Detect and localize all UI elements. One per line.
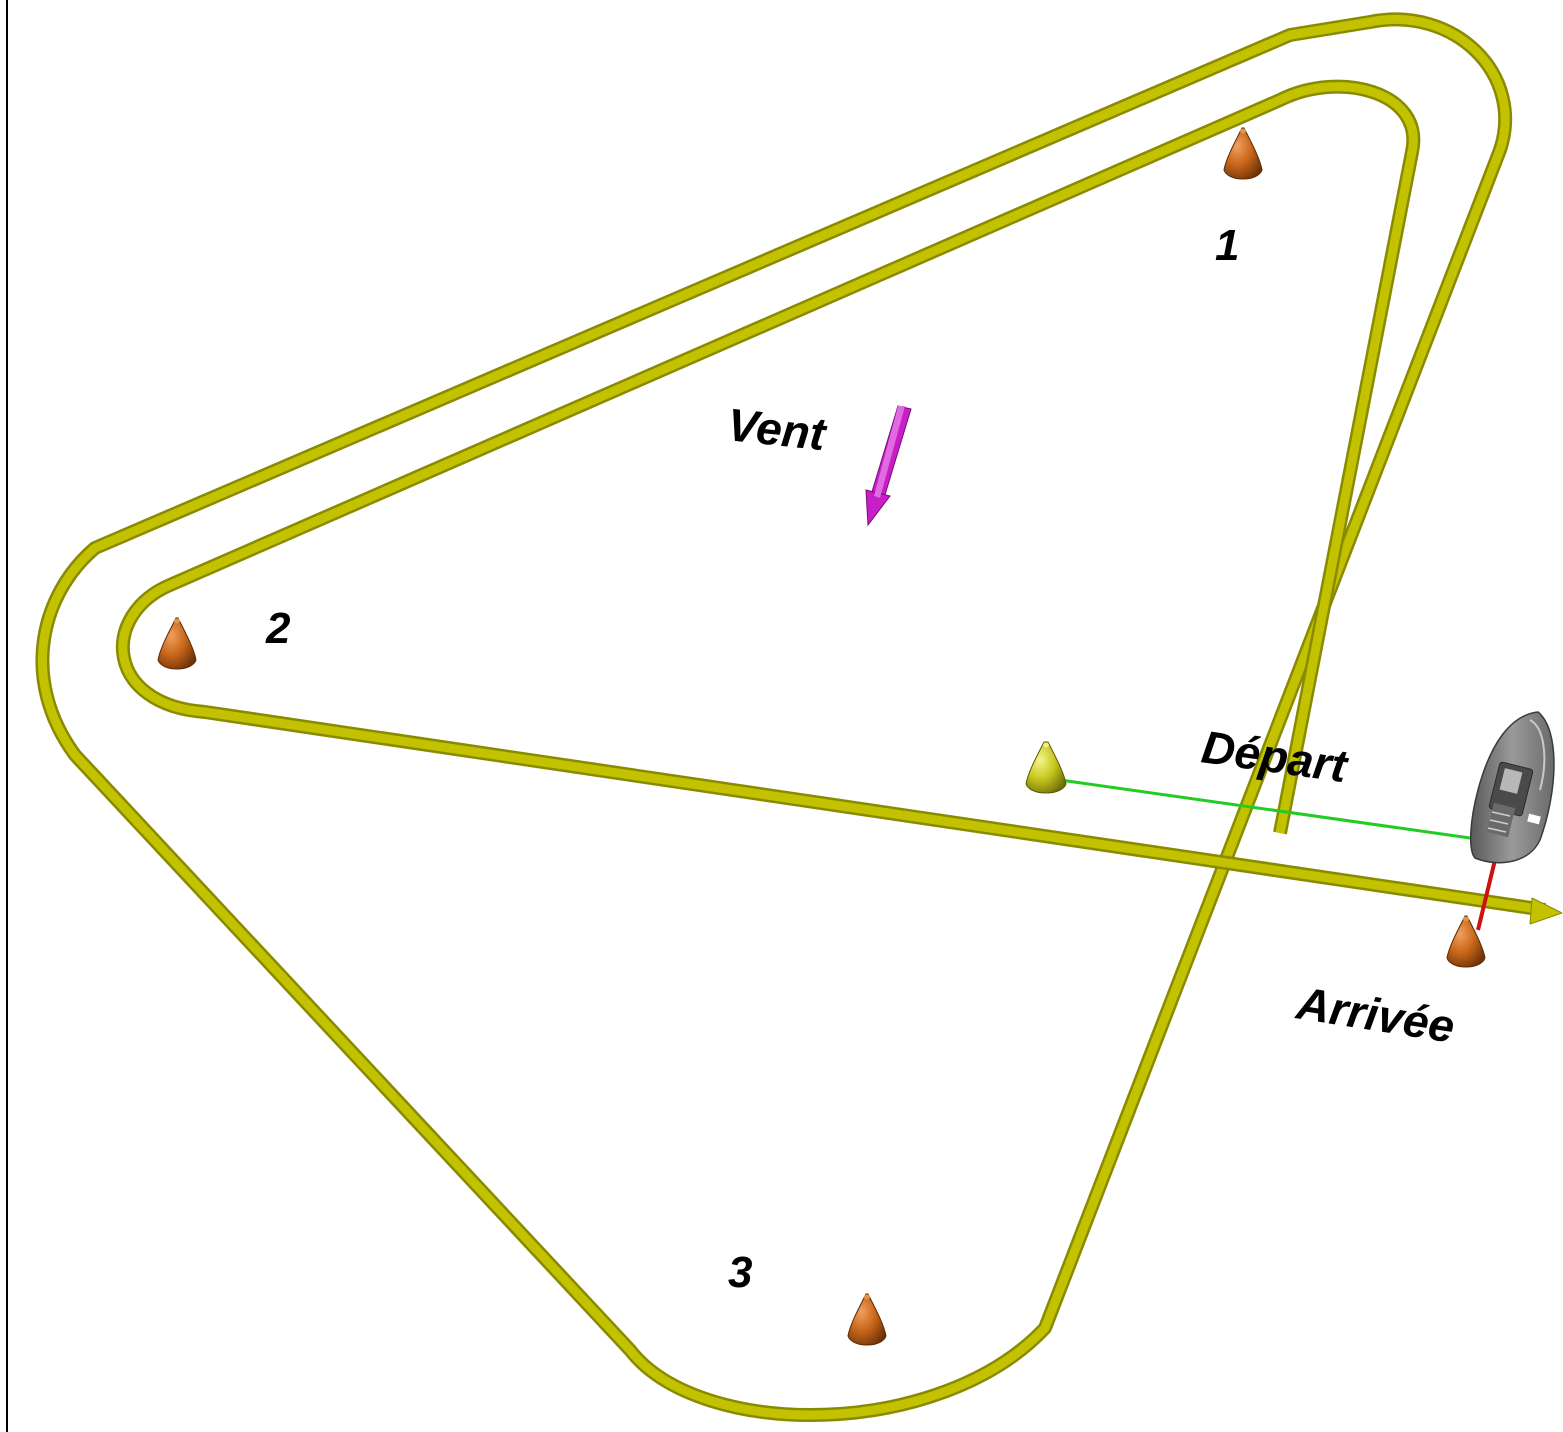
finish-label: Arrivée bbox=[1292, 976, 1458, 1052]
cone-buoy-icon bbox=[1224, 128, 1262, 179]
start-mark bbox=[1026, 742, 1066, 793]
wind-label: Vent bbox=[725, 398, 830, 460]
mark-1-label: 1 bbox=[1215, 221, 1239, 270]
mark-1 bbox=[1224, 128, 1262, 179]
mark-2 bbox=[158, 618, 196, 669]
arrow-icon bbox=[866, 406, 911, 525]
course-arrowhead bbox=[1530, 898, 1562, 924]
mark-3 bbox=[848, 1294, 886, 1345]
committee-boat bbox=[1471, 712, 1554, 863]
mark-2-label: 2 bbox=[265, 604, 291, 653]
wind-arrow bbox=[866, 406, 911, 525]
start-label: Départ bbox=[1199, 720, 1352, 792]
mark-3-label: 3 bbox=[728, 1248, 752, 1297]
cone-buoy-icon bbox=[1026, 742, 1066, 793]
boat-icon bbox=[1471, 712, 1554, 863]
course-track bbox=[42, 19, 1562, 1415]
cone-buoy-icon bbox=[848, 1294, 886, 1345]
cone-buoy-icon bbox=[158, 618, 196, 669]
